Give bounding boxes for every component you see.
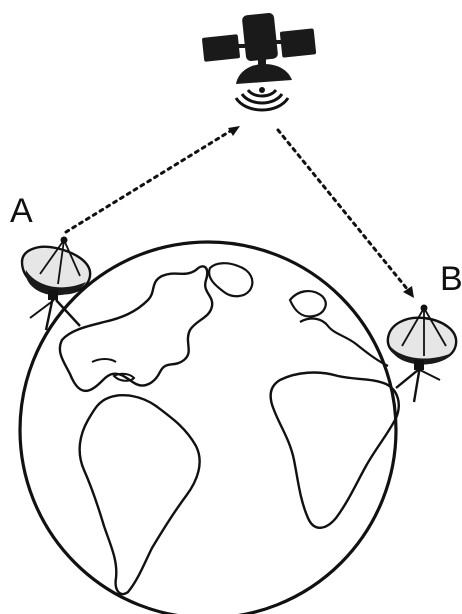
uplink-arrow xyxy=(66,126,240,232)
satellite-icon xyxy=(202,12,316,110)
station-a-label: A xyxy=(10,192,33,230)
station-b-label: B xyxy=(440,260,462,298)
satellite-dish-icon xyxy=(388,305,456,403)
earth-globe-icon xyxy=(20,242,399,614)
